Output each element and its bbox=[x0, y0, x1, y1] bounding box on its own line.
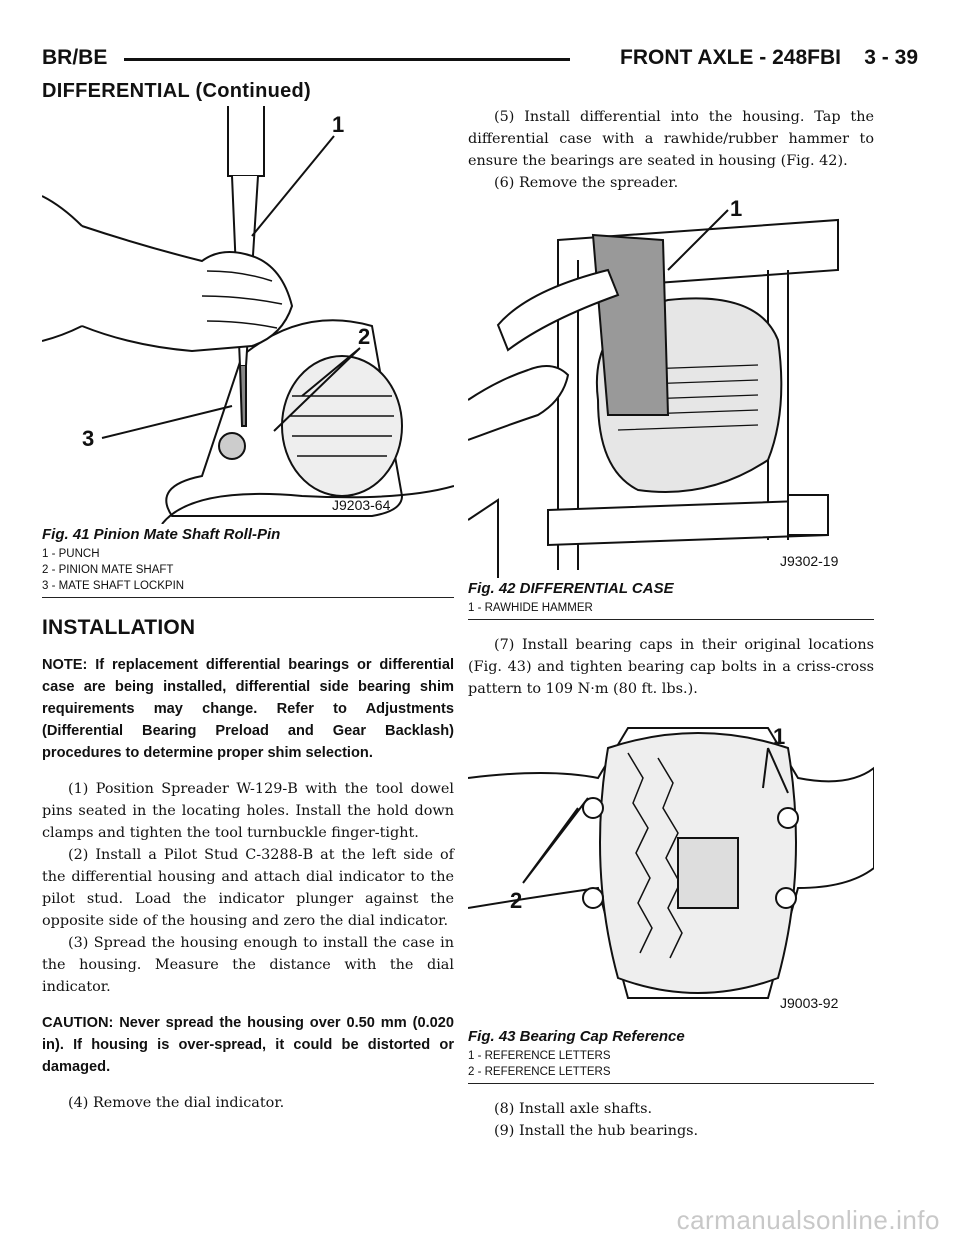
step-8: (8) Install axle shafts. bbox=[494, 1101, 653, 1117]
fig41-legend-item: 1 - PUNCH bbox=[42, 548, 100, 560]
caution-note: CAUTION: Never spread the housing over 0… bbox=[42, 1015, 454, 1075]
fig41-illustration: 1 2 3 J9203-64 bbox=[42, 106, 454, 524]
step-5: (5) Install differential into the housin… bbox=[468, 109, 874, 169]
figure-43: 1 2 J9003-92 Fig. 43 Bearing Cap Referen… bbox=[468, 708, 874, 1084]
step-7: (7) Install bearing caps in their origin… bbox=[468, 637, 874, 697]
fig43-caption: Fig. 43 Bearing Cap Reference bbox=[468, 1028, 685, 1045]
step-1: (1) Position Spreader W-129-B with the t… bbox=[42, 781, 454, 841]
installation-heading: INSTALLATION bbox=[42, 616, 196, 639]
fig42-illustration: 1 J9302-19 bbox=[468, 200, 839, 578]
figure-42: 1 J9302-19 Fig. 42 DIFFERENTIAL CASE 1 -… bbox=[468, 200, 874, 620]
header-model: BR/BE bbox=[42, 46, 108, 69]
step-9: (9) Install the hub bearings. bbox=[494, 1123, 699, 1139]
fig42-legend: 1 - RAWHIDE HAMMER bbox=[468, 600, 874, 616]
installation-note: NOTE: If replacement differential bearin… bbox=[42, 657, 454, 761]
fig43-rule bbox=[468, 1083, 874, 1084]
fig43-illustration: 1 2 J9003-92 bbox=[468, 724, 874, 1011]
fig41-callout-1: 1 bbox=[332, 112, 344, 137]
header-rule bbox=[124, 58, 570, 61]
fig43-callout-2: 2 bbox=[510, 888, 522, 913]
right-column: (5) Install differential into the housin… bbox=[468, 106, 874, 1142]
watermark: carmanualsonline.info bbox=[676, 1205, 940, 1235]
fig42-legend-item: 1 - RAWHIDE HAMMER bbox=[468, 602, 593, 614]
fig43-legend: 1 - REFERENCE LETTERS 2 - REFERENCE LETT… bbox=[468, 1048, 874, 1080]
header-section-page: FRONT AXLE - 248FBI 3 - 39 bbox=[620, 46, 918, 69]
fig41-code: J9203-64 bbox=[332, 497, 391, 513]
fig43-code: J9003-92 bbox=[780, 995, 839, 1011]
fig43-legend-item: 2 - REFERENCE LETTERS bbox=[468, 1066, 611, 1078]
fig42-rule bbox=[468, 619, 874, 620]
figure-41: 1 2 3 J9203-64 Fig. 41 Pinion Mate Shaft… bbox=[42, 106, 454, 598]
fig42-callout-1: 1 bbox=[730, 200, 742, 221]
fig41-caption: Fig. 41 Pinion Mate Shaft Roll-Pin bbox=[42, 526, 281, 543]
fig41-legend: 1 - PUNCH 2 - PINION MATE SHAFT 3 - MATE… bbox=[42, 546, 454, 594]
fig43-legend-item: 1 - REFERENCE LETTERS bbox=[468, 1050, 611, 1062]
fig43-callout-1: 1 bbox=[773, 724, 785, 749]
section-title: DIFFERENTIAL (Continued) bbox=[42, 80, 312, 102]
fig42-caption: Fig. 42 DIFFERENTIAL CASE bbox=[468, 580, 674, 597]
fig41-callout-2: 2 bbox=[358, 324, 370, 349]
fig41-legend-item: 2 - PINION MATE SHAFT bbox=[42, 564, 174, 576]
fig41-rule bbox=[42, 597, 454, 598]
step-3: (3) Spread the housing enough to install… bbox=[42, 935, 454, 995]
fig42-code: J9302-19 bbox=[780, 553, 839, 569]
step-6: (6) Remove the spreader. bbox=[494, 175, 679, 191]
left-column: 1 2 3 J9203-64 Fig. 41 Pinion Mate Shaft… bbox=[42, 106, 454, 1114]
page-header: BR/BE FRONT AXLE - 248FBI 3 - 39 bbox=[42, 42, 918, 76]
fig41-callout-3: 3 bbox=[82, 426, 94, 451]
fig41-legend-item: 3 - MATE SHAFT LOCKPIN bbox=[42, 580, 185, 592]
step-4: (4) Remove the dial indicator. bbox=[68, 1095, 285, 1111]
step-2: (2) Install a Pilot Stud C-3288-B at the… bbox=[42, 847, 454, 929]
